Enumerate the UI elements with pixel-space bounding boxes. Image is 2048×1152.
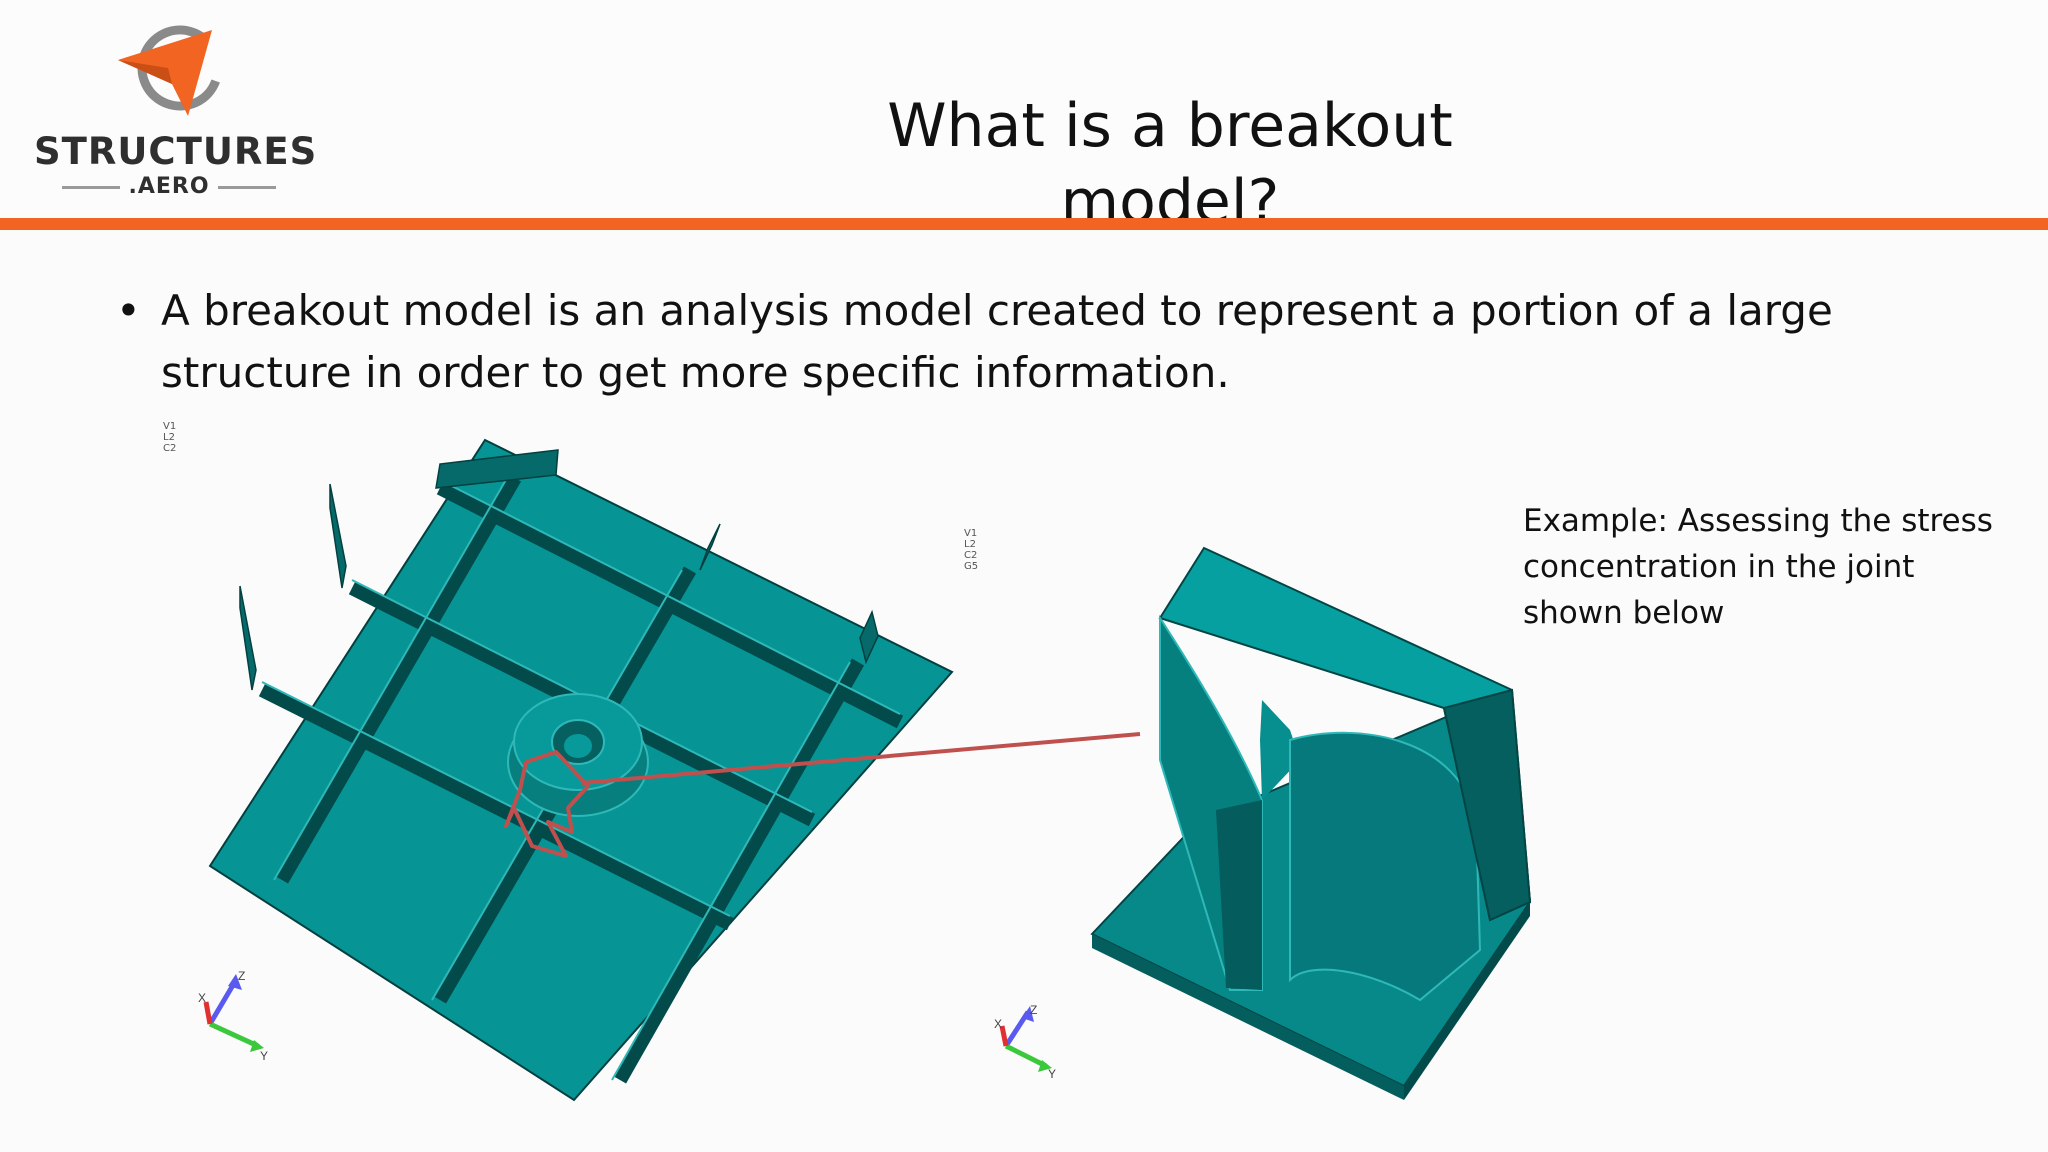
- triad-y-label: Y: [1048, 1067, 1056, 1081]
- triad-y-label: Y: [260, 1049, 268, 1063]
- slide-header: STRUCTURES .AERO What is a breakout mode…: [0, 0, 2048, 237]
- logo-suffix: .AERO: [34, 174, 304, 199]
- view-label: V1: [964, 528, 978, 539]
- left-view-labels: V1 L2 C2: [163, 421, 176, 454]
- callout-highlight: [504, 732, 1141, 858]
- stiffened-panel-model: [208, 438, 954, 1102]
- left-axis-triad-icon: Z Y X: [198, 969, 268, 1063]
- right-view-labels: V1 L2 C2 G5: [964, 528, 978, 572]
- breakout-joint-model: [1090, 546, 1532, 1100]
- view-label: C2: [163, 443, 177, 454]
- view-label: L2: [964, 539, 976, 550]
- triad-z-label: Z: [238, 969, 245, 983]
- view-label: C2: [964, 550, 978, 561]
- bullet-text: A breakout model is an analysis model cr…: [161, 286, 1833, 397]
- view-label: G5: [964, 561, 979, 572]
- logo-name: STRUCTURES: [34, 130, 318, 173]
- triad-x-label: X: [198, 991, 206, 1005]
- view-label: V1: [163, 421, 177, 432]
- triad-x-label: X: [994, 1017, 1002, 1031]
- header-accent-bar: [0, 218, 2048, 230]
- bullet-marker: •: [116, 286, 141, 335]
- logo-arrow-icon: [118, 25, 223, 116]
- structures-aero-logo: STRUCTURES .AERO: [34, 18, 318, 200]
- example-caption: Example: Assessing the stress concentrat…: [1523, 503, 1993, 631]
- triad-z-label: Z: [1030, 1003, 1037, 1017]
- right-axis-triad-icon: Z Y X: [994, 1003, 1056, 1081]
- view-label: L2: [163, 432, 175, 443]
